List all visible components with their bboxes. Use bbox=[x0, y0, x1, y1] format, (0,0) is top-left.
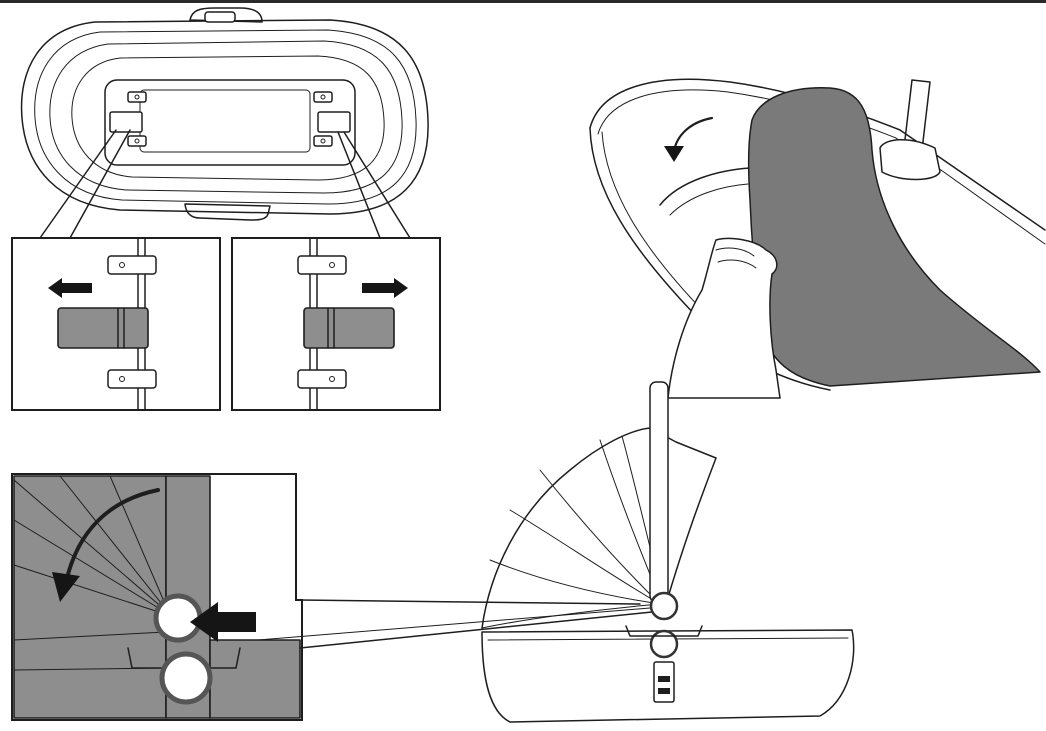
arrow-right-icon bbox=[362, 278, 408, 298]
hood-hinge-detail bbox=[11, 473, 653, 721]
left-clip-detail bbox=[11, 237, 221, 411]
push-arrow-icon bbox=[190, 602, 256, 642]
right-clip-detail bbox=[231, 237, 441, 411]
backrest-fold-step bbox=[589, 78, 1046, 399]
carrycot-base-top-view bbox=[20, 7, 429, 239]
carrycot-side-view bbox=[481, 381, 855, 723]
arrow-left-icon bbox=[48, 278, 92, 298]
curved-arrow-icon bbox=[64, 488, 160, 584]
top-rule bbox=[0, 0, 1046, 3]
